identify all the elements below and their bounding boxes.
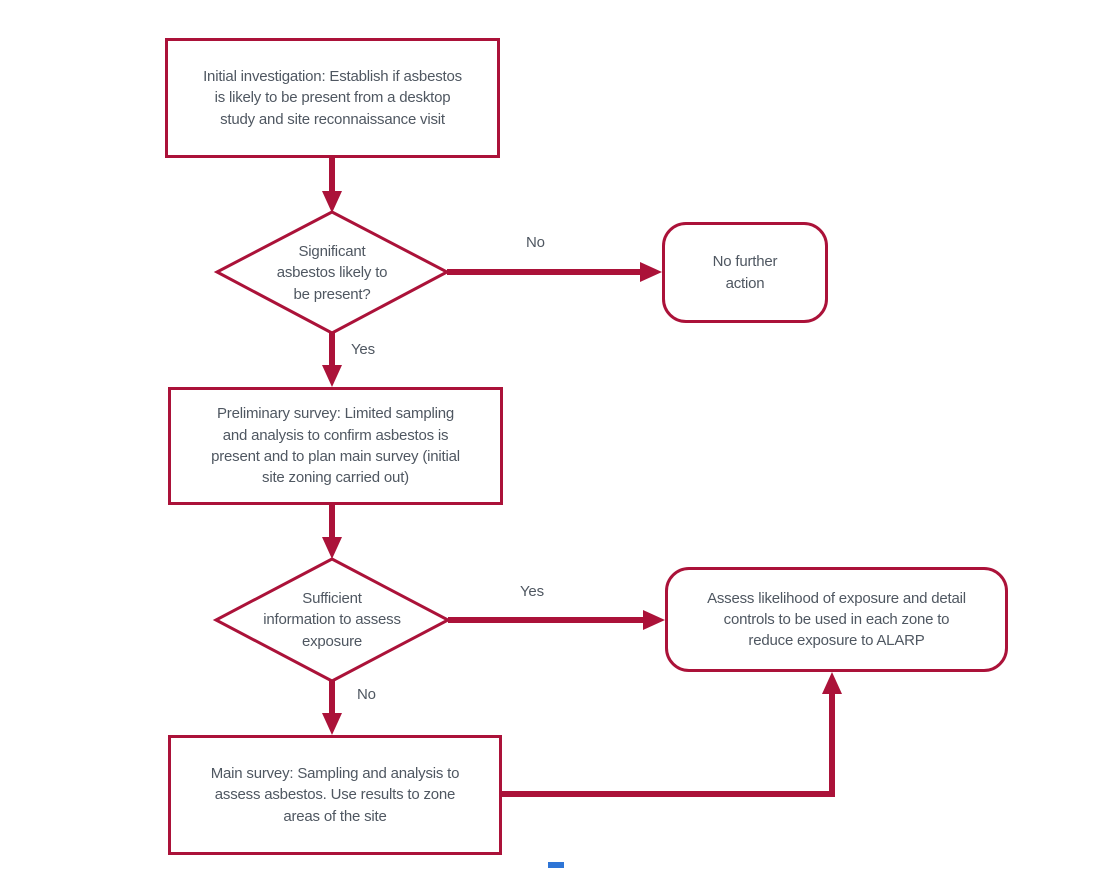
node-initial-investigation: Initial investigation: Establish if asbe… [165, 38, 500, 158]
node-decision-significant-asbestos-label: Significant asbestos likely to be presen… [276, 243, 388, 303]
decision2-diamond-shape [212, 557, 452, 683]
node-decision-sufficient-information: Sufficient information to assess exposur… [237, 575, 427, 665]
node-no-further-action: No further action [662, 222, 828, 323]
node-decision-significant-asbestos: Significant asbestos likely to be presen… [242, 228, 422, 318]
node-preliminary-survey-label: Preliminary survey: Limited sampling and… [211, 405, 460, 487]
node-assess-likelihood-label: Assess likelihood of exposure and detail… [707, 589, 966, 650]
node-no-further-action-label: No further action [712, 253, 778, 292]
node-initial-investigation-label: Initial investigation: Establish if asbe… [203, 68, 462, 128]
arrow-main-survey-to-assess [502, 672, 842, 797]
decision1-diamond-shape [213, 210, 451, 335]
blue-bottom-marker [548, 862, 564, 868]
node-main-survey-label: Main survey: Sampling and analysis to as… [210, 765, 460, 825]
edge-label-decision2-yes: Yes [520, 583, 544, 600]
node-decision-sufficient-information-label: Sufficient information to assess exposur… [263, 590, 401, 650]
node-assess-likelihood: Assess likelihood of exposure and detail… [665, 567, 1008, 672]
node-preliminary-survey: Preliminary survey: Limited sampling and… [168, 387, 503, 505]
edge-label-decision1-no: No [526, 234, 545, 251]
edge-label-decision1-yes: Yes [351, 341, 375, 358]
node-main-survey: Main survey: Sampling and analysis to as… [168, 735, 502, 855]
edge-label-decision2-no: No [357, 686, 376, 703]
